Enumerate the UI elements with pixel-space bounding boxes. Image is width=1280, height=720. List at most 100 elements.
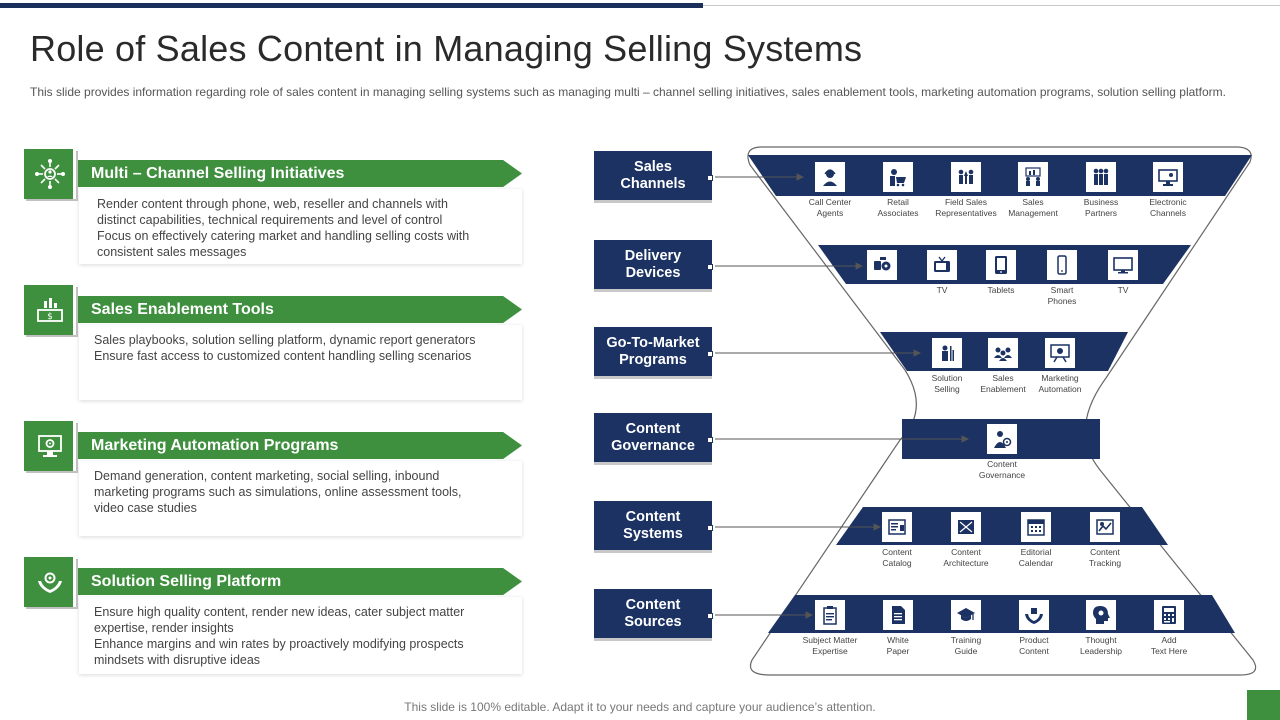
section-title: Sales Enablement Tools: [91, 301, 274, 318]
connector-dot: [707, 175, 713, 181]
item-label-line: Text Here: [1150, 646, 1188, 656]
item-label-line: Channels: [1150, 208, 1186, 218]
section-line: Ensure high quality content, render new …: [94, 605, 465, 619]
calendar-icon: [1021, 512, 1051, 542]
call-center-icon: [815, 162, 845, 192]
section-banner: Multi – Channel Selling Initiatives: [72, 160, 522, 187]
network-people-icon: [24, 149, 76, 199]
clipboard-icon: [815, 600, 845, 630]
item-label: TV: [902, 285, 982, 296]
item-label-line: TV: [936, 285, 948, 295]
item-label-line: Sales: [992, 373, 1014, 383]
item-label-line: Business: [1083, 197, 1119, 207]
item-label-line: Editorial: [1020, 547, 1052, 557]
content-governance-icon: [987, 424, 1017, 454]
section-sales-enablement: Sales Enablement Tools $ Sales playbooks…: [24, 285, 524, 400]
label-line: Programs: [619, 352, 687, 368]
section-line: consistent sales messages: [97, 245, 247, 259]
section-line: distinct capabilities, technical require…: [97, 213, 443, 227]
section-body: Sales playbooks, solution selling platfo…: [94, 332, 475, 364]
funnel-band-1: [748, 155, 1252, 196]
section-card: [79, 461, 522, 536]
item-label-line: Management: [1008, 208, 1058, 218]
section-marketing-automation: Marketing Automation Programs Demand gen…: [24, 421, 524, 536]
hands-gear-icon: [24, 557, 76, 607]
item-label: Tablets: [961, 285, 1041, 296]
label-line: Sales: [634, 159, 672, 175]
item-label-line: Add: [1161, 635, 1177, 645]
item-label-line: White: [887, 635, 909, 645]
item-label-line: Content: [951, 547, 981, 557]
smartphone-icon: [1047, 250, 1077, 280]
label-line: Devices: [625, 265, 681, 281]
connector-dot: [707, 264, 713, 270]
connector-dot: [707, 351, 713, 357]
calculator-icon: [1154, 600, 1184, 630]
section-line: Render content through phone, web, resel…: [97, 197, 448, 211]
connector-dot: [707, 437, 713, 443]
section-body: Ensure high quality content, render new …: [94, 604, 464, 668]
item-label-line: Call Center: [808, 197, 852, 207]
funnel-outline: [747, 146, 1257, 676]
label-line: Content: [625, 597, 681, 613]
connector-dot: [707, 613, 713, 619]
graduation-cap-icon: [951, 600, 981, 630]
item-label-line: Content: [1019, 646, 1049, 656]
item-label-line: Field Sales: [944, 197, 988, 207]
retail-cart-icon: [883, 162, 913, 192]
sales-enablement-icon: [988, 338, 1018, 368]
item-label-line: Selling: [934, 384, 960, 394]
section-multi-channel: Multi – Channel Selling Initiatives Rend…: [24, 149, 524, 264]
section-line: mindsets with disruptive ideas: [94, 653, 261, 667]
label-line: Systems: [623, 526, 683, 542]
item-label-line: Catalog: [882, 558, 912, 568]
product-hands-icon: [1019, 600, 1049, 630]
marketing-automation-icon: [1045, 338, 1075, 368]
item-label-line: Leadership: [1079, 646, 1123, 656]
item-label-line: Smart: [1050, 285, 1074, 295]
item-label-line: Tablets: [987, 285, 1015, 295]
item-label-line: Thought: [1085, 635, 1117, 645]
item-label-line: Automation: [1038, 384, 1082, 394]
item-label-line: Electronic: [1149, 197, 1187, 207]
section-banner: Solution Selling Platform: [72, 568, 522, 595]
solution-selling-icon: [932, 338, 962, 368]
item-label-line: Representatives: [935, 208, 997, 218]
item-label-line: Guide: [954, 646, 978, 656]
item-label-line: Phones: [1047, 296, 1077, 306]
section-line: Enhance margins and win rates by proacti…: [94, 637, 464, 651]
item-label-line: Associates: [877, 208, 919, 218]
item-label-line: Content: [987, 459, 1017, 469]
section-title: Multi – Channel Selling Initiatives: [91, 165, 345, 182]
tv-retro-icon: [927, 250, 957, 280]
item-label-line: Sales: [1022, 197, 1044, 207]
item-label-line: Partners: [1084, 208, 1118, 218]
electronic-channels-icon: [1153, 162, 1183, 192]
item-label-line: Governance: [978, 470, 1026, 480]
section-solution-selling: Solution Selling Platform Ensure high qu…: [24, 557, 524, 674]
document-icon: [883, 600, 913, 630]
label-line: Sources: [624, 614, 682, 630]
tablet-icon: [986, 250, 1016, 280]
item-label: TV: [1083, 285, 1163, 296]
head-gear-icon: [1086, 600, 1116, 630]
content-tracking-icon: [1090, 512, 1120, 542]
